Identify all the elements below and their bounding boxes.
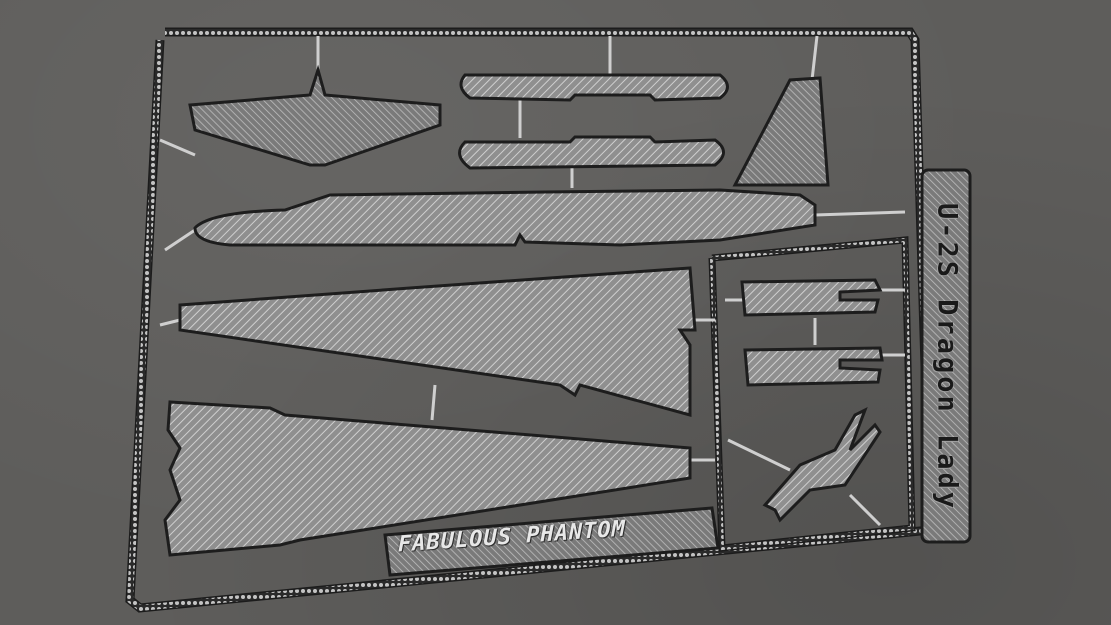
wingtip-pods: [458, 73, 729, 170]
bottom-label-text: FABULOUS PHANTOM: [398, 516, 626, 558]
horizontal-stabilizer: [188, 64, 442, 167]
vertical-tail: [732, 76, 830, 187]
small-parts: [740, 278, 884, 523]
wing-left: [178, 266, 697, 417]
side-label: U-2S Dragon Lady: [927, 172, 967, 542]
fuselage: [193, 188, 817, 247]
side-label-text: U-2S Dragon Lady: [931, 202, 963, 512]
gates: [159, 35, 906, 527]
landing-gear: [762, 406, 882, 523]
wing-right: [163, 400, 692, 557]
bottom-label-plate: [383, 506, 720, 577]
side-label-plate: [920, 168, 972, 544]
